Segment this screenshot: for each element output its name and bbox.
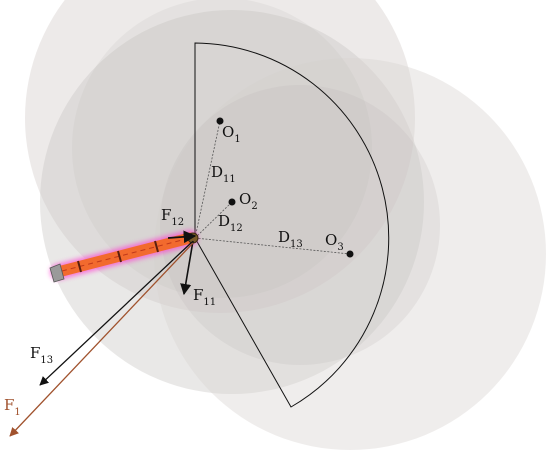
label-o1: O1 xyxy=(222,123,241,145)
distance-line-d11 xyxy=(194,120,221,239)
center-point-o2 xyxy=(228,198,236,206)
force-arrow-f1 xyxy=(9,242,194,437)
force-arrow-f12 xyxy=(167,230,197,244)
force-arrow-f11 xyxy=(180,240,194,296)
label-f11: F11 xyxy=(193,286,216,308)
label-f1: F1 xyxy=(4,396,21,418)
label-o3: O3 xyxy=(325,231,344,253)
label-o2: O2 xyxy=(239,190,258,212)
workspace-sector xyxy=(194,42,390,408)
zone-inner-o3 xyxy=(160,85,440,365)
distance-line-d13 xyxy=(194,237,351,255)
distance-line-d12 xyxy=(194,201,233,239)
zone-inner-o1 xyxy=(72,0,372,298)
label-f12: F12 xyxy=(161,206,184,228)
label-d13: D13 xyxy=(278,228,303,250)
force-arrow-f13 xyxy=(39,241,193,386)
center-point-o3 xyxy=(346,250,354,258)
label-d12: D12 xyxy=(218,212,243,234)
zone-circle-o1 xyxy=(25,0,415,313)
label-f13: F13 xyxy=(30,344,53,366)
center-point-o1 xyxy=(216,117,224,125)
label-d11: D11 xyxy=(211,163,236,185)
